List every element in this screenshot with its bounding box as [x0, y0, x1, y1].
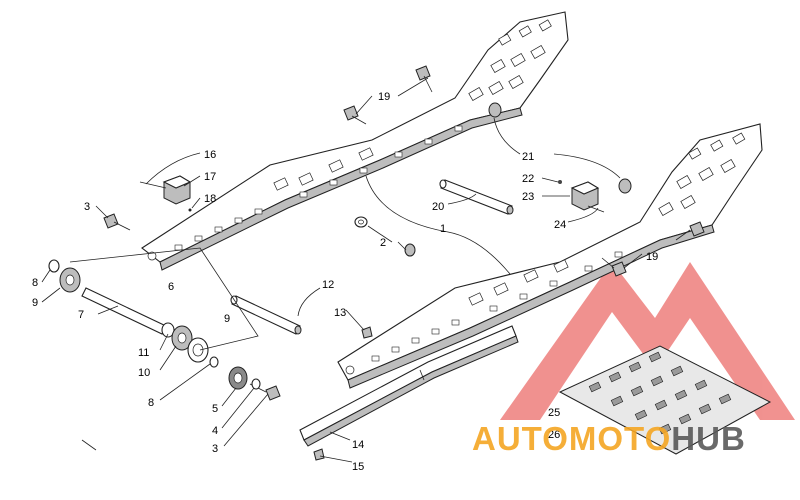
callout-25: 25 [548, 407, 560, 419]
callout-16: 16 [204, 149, 216, 161]
callout-19: 19 [646, 251, 658, 263]
axle-assembly [48, 247, 261, 390]
track-25 [558, 345, 772, 455]
callout-7: 7 [78, 309, 84, 321]
callout-5: 5 [212, 403, 218, 415]
callout-1: 1 [440, 223, 446, 235]
callout-18: 18 [204, 193, 216, 205]
front-slide-rail [337, 123, 763, 389]
callout-12: 12 [322, 279, 334, 291]
cross-shaft-20 [439, 179, 514, 215]
callout-3: 3 [84, 201, 90, 213]
wear-strip-14 [299, 325, 519, 447]
callout-19: 19 [378, 91, 390, 103]
callout-8: 8 [148, 397, 154, 409]
stopper-block-23 [558, 180, 605, 213]
rear-slide-rail [141, 11, 569, 271]
svg-text:AUTOMOTOHUB: AUTOMOTOHUB [472, 420, 746, 457]
leader-lines [41, 77, 643, 463]
callout-6: 6 [168, 281, 174, 293]
callout-21: 21 [522, 151, 534, 163]
callout-10: 10 [138, 367, 150, 379]
callout-20: 20 [432, 201, 444, 213]
callout-26: 26 [548, 429, 560, 441]
bushing-21 [488, 102, 632, 194]
callout-8: 8 [32, 277, 38, 289]
callout-22: 22 [522, 173, 534, 185]
watermark-part-dark: HUB [671, 420, 746, 457]
callout-24: 24 [554, 219, 566, 231]
callout-13: 13 [334, 307, 346, 319]
stopper-block-17 [139, 175, 192, 212]
watermark-part-orange: AUTOMOTO [472, 420, 671, 457]
callout-17: 17 [204, 171, 216, 183]
cross-shaft-12 [230, 295, 302, 335]
callout-11: 11 [138, 347, 149, 359]
callout-9: 9 [224, 313, 230, 325]
callout-labels: 1 2 3 3 4 5 6 7 8 8 9 9 10 11 12 13 14 1… [32, 91, 658, 473]
watermark-text: AUTOMOTOHUB [472, 420, 746, 457]
spacer-2 [354, 216, 416, 257]
callout-9: 9 [32, 297, 38, 309]
callout-14: 14 [352, 439, 364, 451]
callout-3: 3 [212, 443, 218, 455]
callout-15: 15 [352, 461, 364, 473]
callout-2: 2 [380, 237, 386, 249]
callout-23: 23 [522, 191, 534, 203]
callout-4: 4 [212, 425, 218, 437]
